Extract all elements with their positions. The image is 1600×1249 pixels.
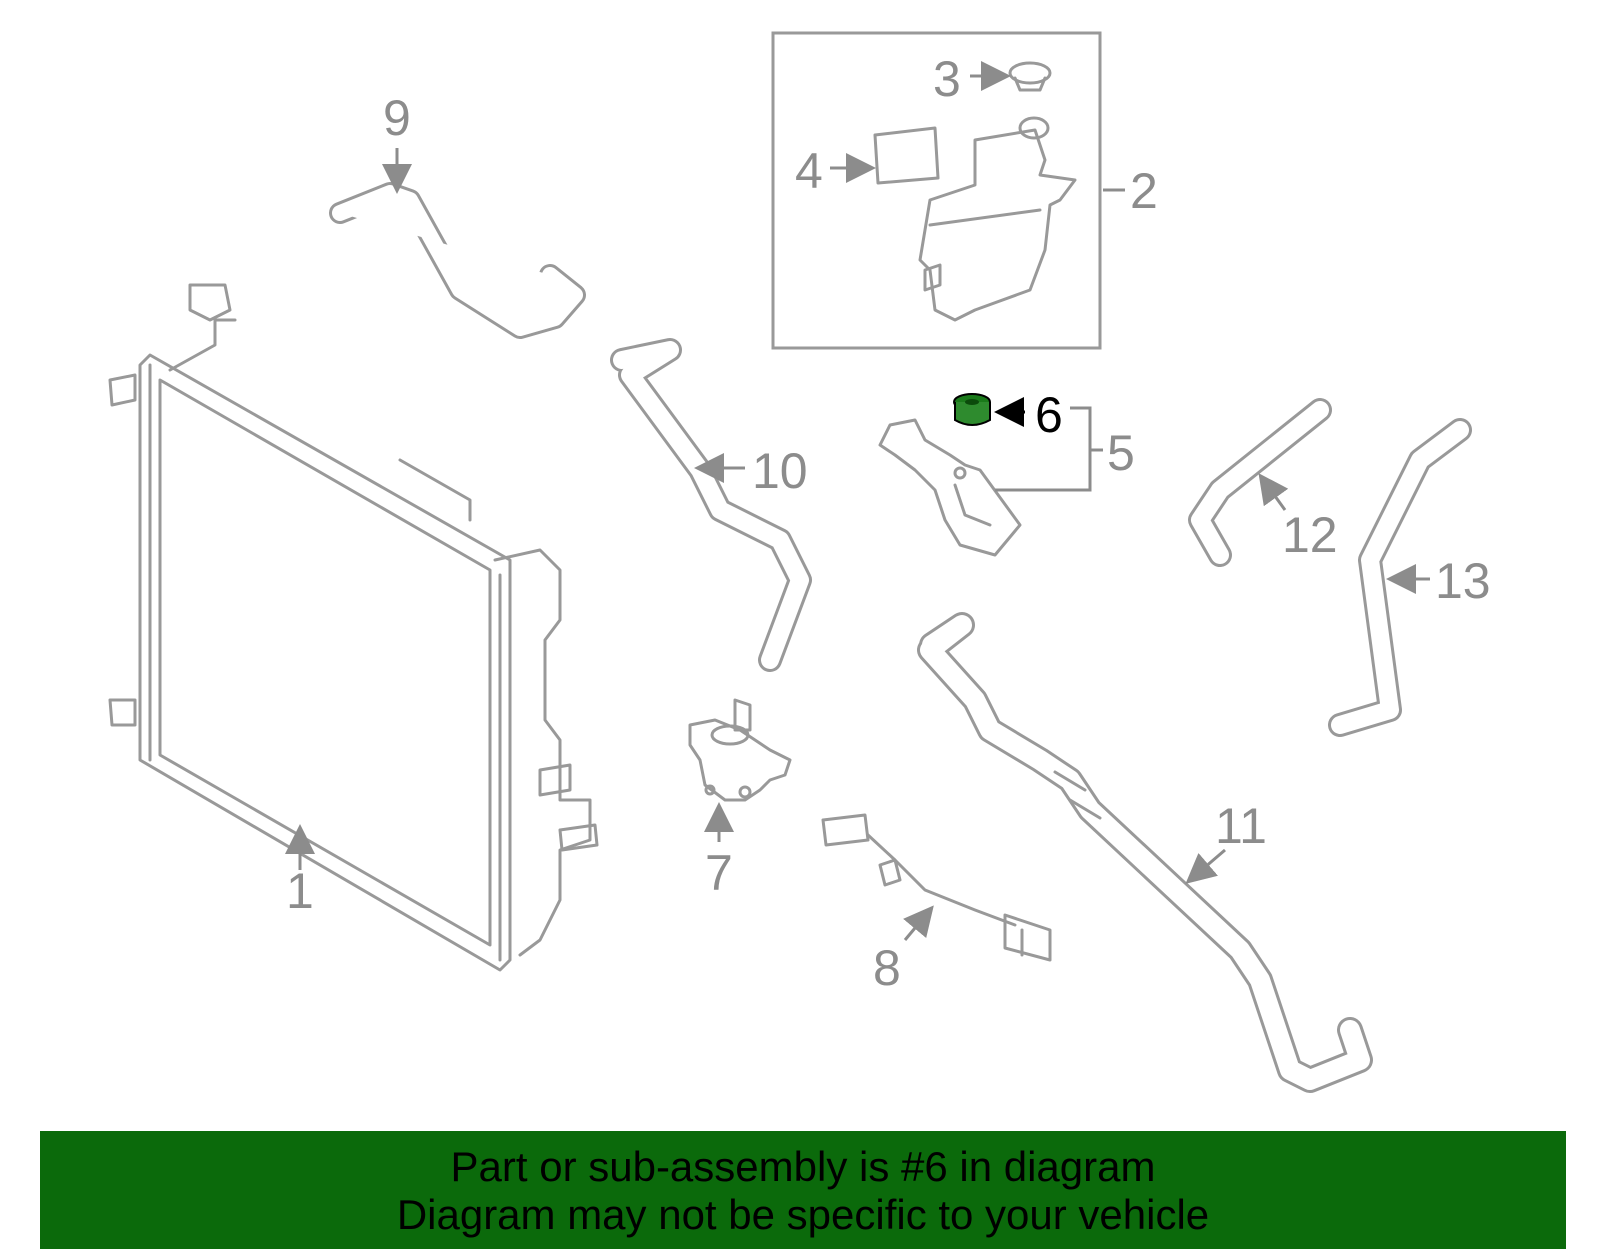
callout-9: 9 [383,90,411,146]
hose-10-part[interactable] [610,338,812,672]
water-pump-part[interactable] [688,698,792,802]
callout-6: 6 [1035,387,1063,443]
label-sticker-part[interactable] [873,126,940,185]
grommet-part-highlighted[interactable] [953,393,991,426]
callout-1: 1 [286,863,314,919]
radiator-part[interactable] [108,283,599,972]
arrow-8 [903,905,934,941]
hose-13-part[interactable] [1328,418,1472,737]
callout-2: 2 [1130,163,1158,219]
callout-5: 5 [1107,425,1135,481]
callout-13: 13 [1435,553,1491,609]
callout-12: 12 [1282,507,1338,563]
callout-10: 10 [752,443,808,499]
hose-9-part[interactable] [329,182,586,339]
callout-8: 8 [873,940,901,996]
reservoir-kit-box [771,31,1102,350]
callout-4: 4 [795,143,823,199]
wire-harness-part[interactable] [821,813,1052,962]
callout-11: 11 [1215,798,1267,854]
hose-11-part[interactable] [917,612,1373,1093]
callout-3: 3 [933,51,961,107]
cap-part[interactable] [1008,61,1052,92]
hose-12-part[interactable] [1188,398,1332,567]
info-banner: Part or sub-assembly is #6 in diagram Di… [40,1131,1566,1249]
arrow-12 [1258,473,1289,511]
banner-line-2: Diagram may not be specific to your vehi… [396,1191,1210,1238]
banner-line-1: Part or sub-assembly is #6 in diagram [450,1143,1156,1190]
arrow-11 [1185,848,1226,884]
bracket-part[interactable] [878,418,1022,557]
callout-7: 7 [705,845,733,901]
coolant-reservoir-part[interactable] [918,116,1077,322]
